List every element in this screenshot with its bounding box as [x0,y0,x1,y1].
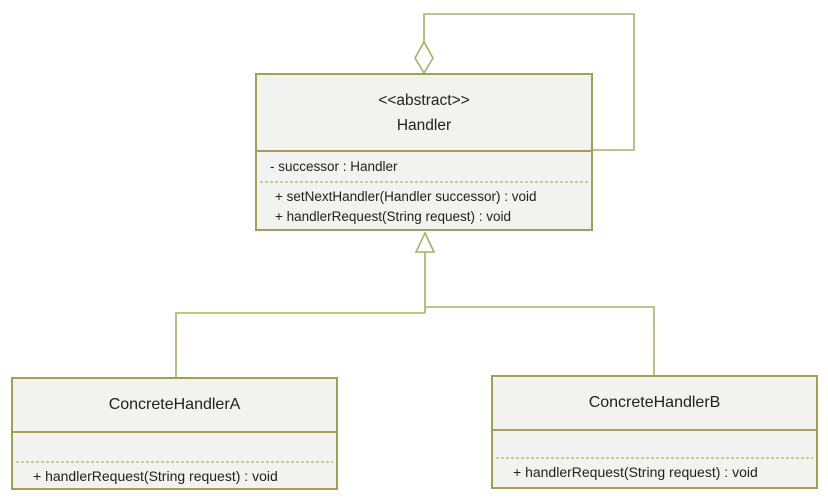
attributes-methods-divider [496,457,813,459]
concretehandlera-members-compartment: + handlerRequest(String request) : void [13,431,336,489]
generalization-link-concretehandlerb [425,306,655,375]
concretehandlerb-method-handlerrequest: + handlerRequest(String request) : void [513,464,758,480]
concretehandlera-title-compartment: ConcreteHandlerA [13,379,336,431]
empty-attributes-area [13,433,336,461]
generalization-triangle-icon [414,231,436,253]
class-box-concretehandlerb: ConcreteHandlerB + handlerRequest(String… [491,375,818,489]
attributes-methods-divider [260,181,588,183]
aggregation-diamond-icon [414,40,434,75]
attributes-methods-divider [16,461,333,463]
handler-method-handlerrequest: + handlerRequest(String request) : void [275,208,512,224]
generalization-link-concretehandlera [175,312,425,377]
handler-class-name: Handler [396,116,452,134]
empty-attributes-area [493,431,816,457]
concretehandlera-class-name: ConcreteHandlerA [108,396,241,413]
concretehandlerb-title-compartment: ConcreteHandlerB [493,377,816,429]
concretehandlerb-members-compartment: + handlerRequest(String request) : void [493,429,816,485]
handler-method-setnexthandler: + setNextHandler(Handler successor) : vo… [275,188,537,204]
concretehandlerb-class-name: ConcreteHandlerB [588,394,721,411]
handler-attribute-successor: - successor : Handler [270,159,398,174]
class-box-concretehandlera: ConcreteHandlerA + handlerRequest(String… [11,377,338,490]
handler-stereotype: <<abstract>> [378,91,470,109]
handler-members-compartment: - successor : Handler + setNextHandler(H… [257,150,591,226]
concretehandlera-method-handlerrequest: + handlerRequest(String request) : void [33,468,278,484]
class-box-handler: <<abstract>> Handler - successor : Handl… [255,73,593,231]
handler-title-compartment: <<abstract>> Handler [257,75,591,150]
